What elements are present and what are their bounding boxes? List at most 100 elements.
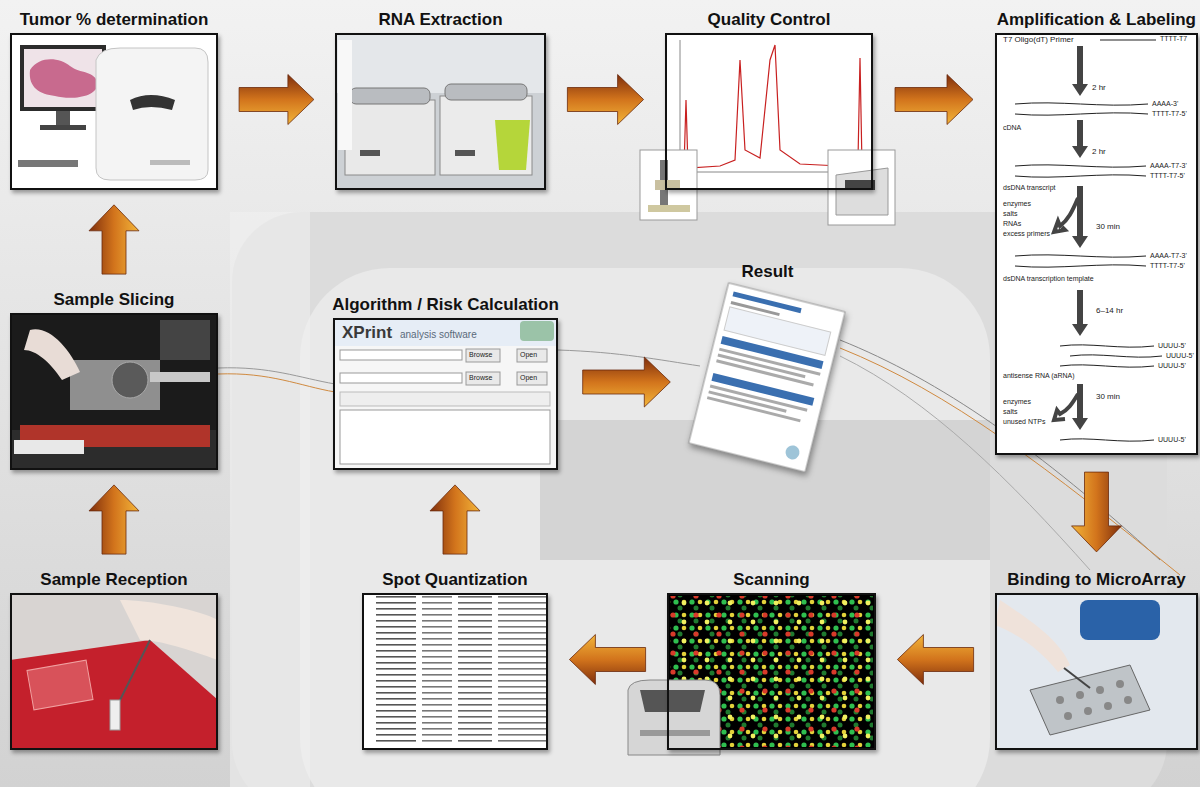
illustration-label: dsDNA transcription template <box>1003 275 1094 283</box>
scanner-illustration <box>96 48 208 180</box>
sample-reception-illustration <box>10 593 218 750</box>
amplification-illustration <box>1072 120 1088 158</box>
software-window-illustration <box>517 349 547 362</box>
image-frame <box>335 33 546 190</box>
software-window-illustration <box>340 410 550 464</box>
illustration-label: TTTT-T7-5' <box>1150 262 1185 270</box>
amplification-illustration <box>1015 175 1146 177</box>
amplification-illustration <box>995 33 1198 455</box>
decor-wires <box>558 350 700 366</box>
illustration-label: T7 Oligo(dT) Primer <box>1003 35 1074 44</box>
centrifuge-illustration <box>345 100 435 175</box>
microarray-binding-illustration <box>995 600 1070 672</box>
step-heading: Sample Slicing <box>54 289 175 311</box>
flow-arrow <box>583 357 671 407</box>
image-frame <box>10 33 218 190</box>
software-window-illustration <box>340 373 462 383</box>
image-frame <box>995 33 1198 455</box>
software-window-illustration <box>520 321 554 341</box>
data-table-illustration <box>362 593 548 750</box>
scanner-illustration <box>150 160 190 165</box>
step-heading: Sample Reception <box>40 569 187 591</box>
flow-arrow <box>569 635 645 685</box>
centrifuge-illustration <box>335 33 546 190</box>
step-node: Algorithm / Risk Calculation <box>333 294 558 470</box>
amplification-illustration <box>1015 265 1146 267</box>
step-node: Spot Quantization <box>362 569 548 750</box>
illustration-label: excess primers <box>1003 230 1050 238</box>
step-node: Quality Control <box>665 9 873 190</box>
page-ground <box>300 268 990 787</box>
illustration-label: TTTT-T7-5' <box>1152 110 1187 118</box>
microarray-binding-illustration <box>995 593 1198 750</box>
step-node: Binding to MicroArray <box>995 569 1198 750</box>
illustration-label: AAAA-T7-3' <box>1150 162 1187 170</box>
centrifuge-illustration <box>338 40 352 150</box>
centrifuge-illustration <box>335 33 546 190</box>
report-illustration <box>719 348 821 376</box>
step-node: Scanning <box>667 569 876 750</box>
amplification-illustration <box>1072 290 1088 336</box>
microarray-binding-illustration <box>1056 696 1064 704</box>
software-window-illustration <box>466 372 500 385</box>
microtome-illustration <box>112 362 148 398</box>
microarray-binding-illustration <box>1104 702 1112 710</box>
microtome-illustration <box>70 360 160 410</box>
flow-arrow <box>1072 472 1122 552</box>
microarray-binding-illustration <box>1064 668 1090 688</box>
image-frame <box>10 593 218 750</box>
microtome-illustration <box>150 372 210 382</box>
flow-arrow <box>89 205 139 274</box>
step-heading: Algorithm / Risk Calculation <box>332 294 559 316</box>
software-window-illustration <box>333 318 558 470</box>
illustration-label: analysis software <box>400 329 477 341</box>
software-window-illustration <box>333 318 558 346</box>
electropherogram-illustration <box>648 205 690 212</box>
step-heading: RNA Extraction <box>378 9 502 31</box>
report-illustration <box>689 283 845 472</box>
centrifuge-illustration <box>455 150 475 156</box>
step-node: Sample Reception <box>10 569 218 750</box>
microarray-binding-illustration <box>1080 600 1160 640</box>
image-frame <box>665 33 873 190</box>
amplification-illustration <box>1060 365 1154 367</box>
sample-reception-illustration <box>120 600 218 660</box>
illustration-label: Browse <box>469 374 492 382</box>
amplification-illustration <box>1060 439 1154 441</box>
amplification-illustration <box>1054 198 1078 232</box>
amplification-illustration <box>1015 113 1148 115</box>
microtome-illustration <box>24 329 80 380</box>
microarray-scan-illustration <box>628 680 720 755</box>
microarray-binding-illustration <box>1056 680 1132 720</box>
scanner-illustration <box>10 33 218 190</box>
illustration-label: cDNA <box>1003 124 1021 132</box>
centrifuge-illustration <box>350 88 430 104</box>
image-frame <box>667 593 876 750</box>
illustration-label: 2 hr <box>1092 147 1106 156</box>
microarray-binding-illustration <box>1124 696 1132 704</box>
illustration-label: AAAA-3' <box>1152 100 1178 108</box>
centrifuge-illustration <box>445 84 527 100</box>
microarray-binding-illustration <box>995 593 1198 750</box>
microarray-binding-illustration <box>1116 680 1124 688</box>
step-node: RNA Extraction <box>335 9 546 190</box>
microarray-scan-illustration <box>640 730 710 736</box>
image-frame <box>695 285 840 470</box>
microarray-binding-illustration <box>1064 712 1072 720</box>
report-illustration <box>689 283 845 472</box>
step-node: Sample Slicing <box>10 289 218 470</box>
image-frame <box>995 593 1198 750</box>
scanner-illustration <box>56 111 70 125</box>
step-heading: Binding to MicroArray <box>1007 569 1186 591</box>
amplification-illustration <box>1015 255 1146 257</box>
decor-wires <box>218 368 335 384</box>
centrifuge-illustration <box>360 150 380 156</box>
flow-arrow <box>895 75 973 125</box>
microtome-illustration <box>160 320 210 360</box>
microtome-illustration <box>10 313 218 470</box>
illustration-label: 6–14 hr <box>1096 306 1123 315</box>
illustration-label: UUUU-5' <box>1158 342 1186 350</box>
flow-arrow <box>897 635 973 685</box>
data-table-illustration <box>362 593 548 750</box>
